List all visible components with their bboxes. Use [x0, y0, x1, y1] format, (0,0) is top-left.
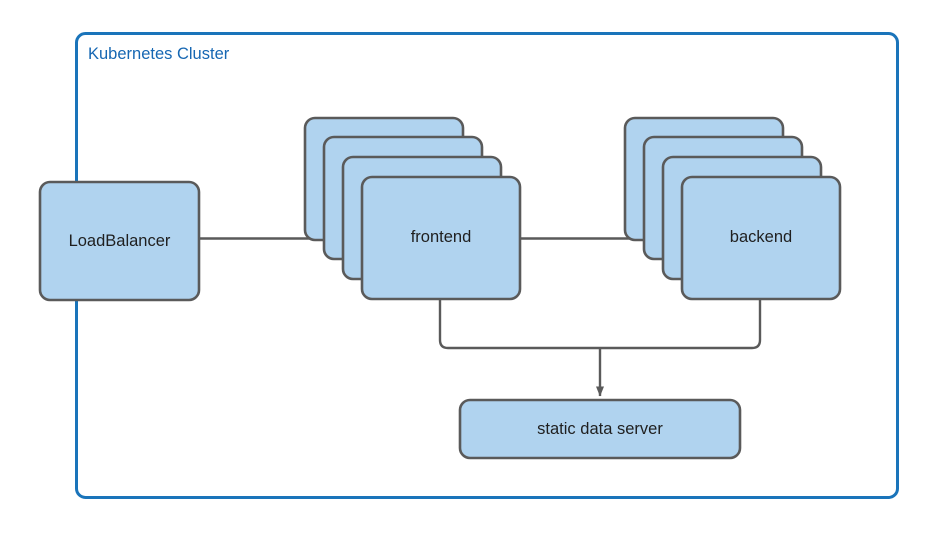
node-static-data-server[interactable]: [458, 398, 742, 460]
frontend-replica-1: [360, 175, 522, 301]
backend-replica-1: [680, 175, 842, 301]
edge-frontend-to-static-data-server: [438, 298, 600, 350]
node-loadbalancer[interactable]: [38, 180, 201, 302]
edge-backend-to-static-data-server: [600, 298, 762, 350]
node-frontend-stack[interactable]: [303, 116, 522, 301]
cluster-title: Kubernetes Cluster: [88, 45, 230, 63]
node-backend-stack[interactable]: [623, 116, 842, 301]
